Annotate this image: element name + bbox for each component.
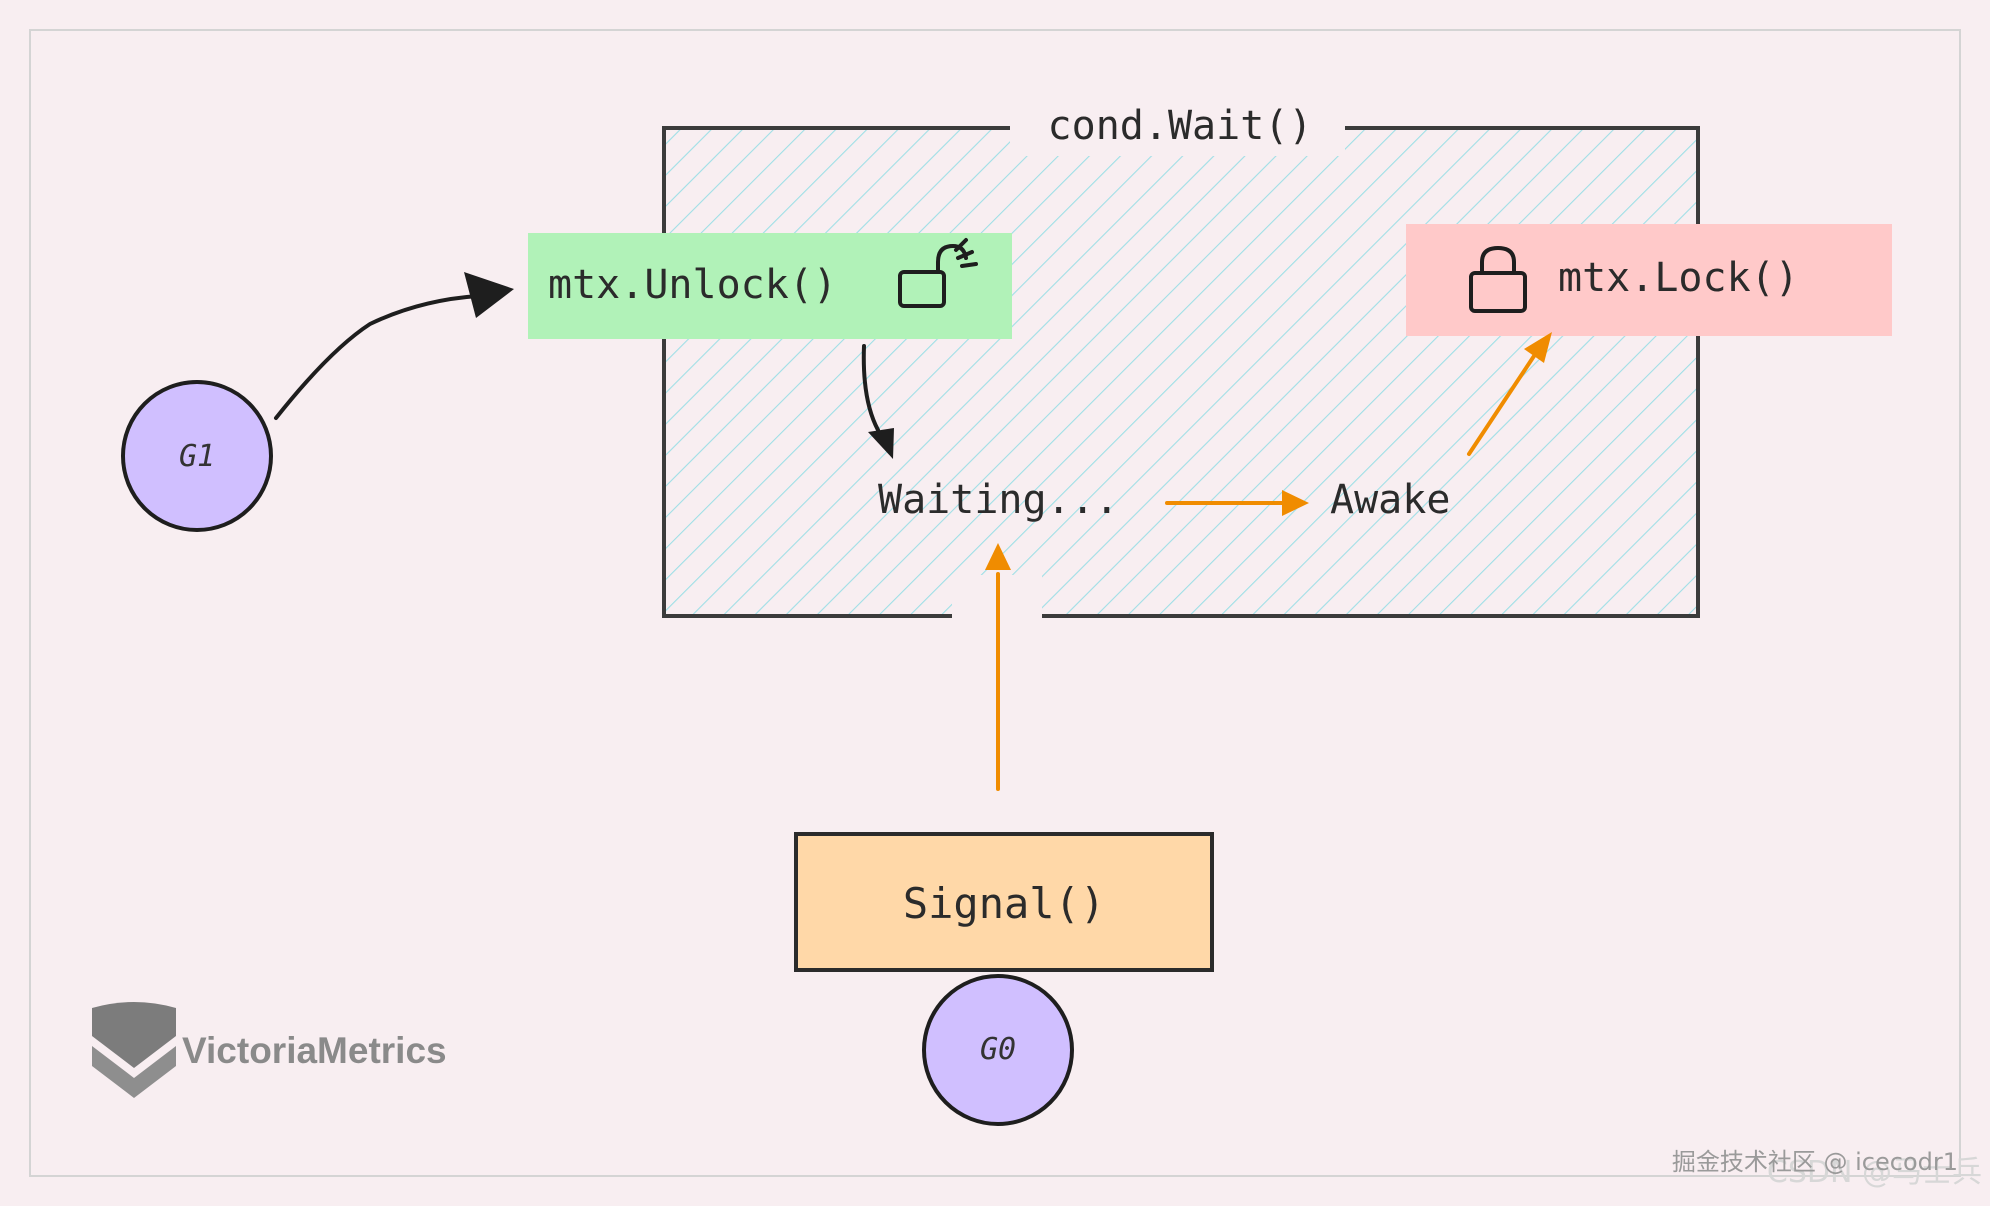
goroutine-g1 [121,380,273,532]
g0-label: G0 [980,1032,1016,1067]
watermark-back: CSDN @马士兵 [1767,1155,1982,1190]
g1-label: G1 [179,439,215,474]
lock-box [1406,224,1892,336]
unlock-label: mtx.Unlock() [548,262,837,308]
cond-wait-box [662,100,1700,631]
waiting-label: Waiting... [878,477,1119,523]
goroutine-g0 [922,974,1074,1126]
cond-wait-title: cond.Wait() [1048,103,1313,149]
outer-frame [29,29,1961,1177]
signal-label: Signal() [903,879,1105,928]
watermark-front: 掘金技术社区 @ icecodr1 [1672,1148,1958,1176]
arrow-waiting-to-awake [1165,490,1309,516]
unlock-box [528,233,1012,339]
victoriametrics-logo-icon [92,1002,176,1098]
signal-box [794,832,1214,972]
arrow-signal-to-waiting [985,543,1011,791]
unlocked-padlock-icon [898,238,978,308]
padlock-icon [1469,245,1527,313]
arrow-unlock-to-waiting [861,344,894,459]
brand-label: VictoriaMetrics [182,1030,447,1071]
arrow-g1-to-unlock [274,272,514,420]
awake-label: Awake [1330,477,1450,523]
lock-label: mtx.Lock() [1558,255,1799,301]
arrow-awake-to-lock [1467,332,1552,456]
